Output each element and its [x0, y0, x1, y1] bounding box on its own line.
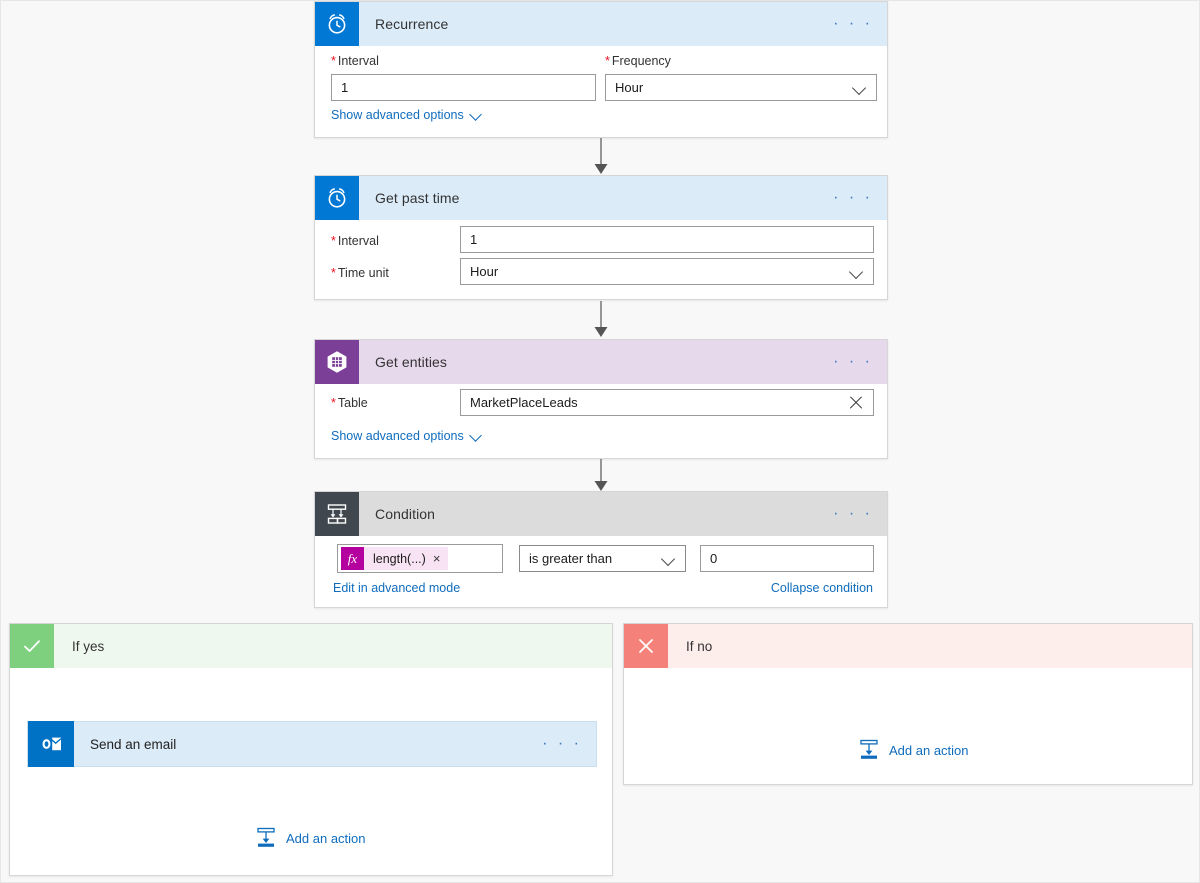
- edit-in-advanced-mode-link[interactable]: Edit in advanced mode: [333, 580, 460, 595]
- remove-token-icon[interactable]: ×: [432, 551, 441, 566]
- cross-icon: [624, 624, 668, 668]
- alarm-clock-icon: [315, 2, 359, 46]
- required-marker: *: [331, 234, 336, 248]
- branch-header-if-no: If no: [624, 624, 1192, 668]
- step-header-recurrence[interactable]: Recurrence · · ·: [315, 2, 887, 46]
- field-label-frequency: *Frequency: [605, 54, 671, 68]
- overflow-menu-icon[interactable]: · · ·: [542, 735, 582, 752]
- branch-header-if-yes: If yes: [10, 624, 612, 668]
- step-title-condition: Condition: [375, 506, 436, 522]
- connector-arrow-1: [589, 138, 613, 176]
- show-advanced-options-label: Show advanced options: [331, 108, 464, 122]
- field-label-time-unit: *Time unit: [331, 266, 389, 280]
- add-action-button-if-no[interactable]: Add an action: [858, 738, 969, 762]
- field-interval: *Interval 1: [331, 54, 596, 101]
- field-frequency: *Frequency Hour: [605, 54, 877, 101]
- field-label-interval: *Interval: [331, 234, 379, 248]
- chevron-down-icon[interactable]: [850, 267, 864, 276]
- table-value: MarketPlaceLeads: [470, 395, 578, 410]
- required-marker: *: [331, 54, 336, 68]
- branch-if-no: If no Add an action: [623, 623, 1193, 785]
- fx-label: fx: [347, 550, 358, 566]
- add-action-label: Add an action: [286, 830, 366, 846]
- branch-title-if-no: If no: [686, 638, 713, 654]
- common-data-service-icon: [315, 340, 359, 384]
- step-title-get-past-time: Get past time: [375, 190, 460, 206]
- condition-right-operand-value: 0: [710, 551, 718, 566]
- chevron-down-icon[interactable]: [662, 554, 676, 563]
- action-title-send-an-email: Send an email: [90, 736, 177, 752]
- condition-left-operand[interactable]: fx length(...) ×: [337, 544, 503, 573]
- field-label-interval: *Interval: [331, 54, 379, 68]
- expression-token-text: length(...): [373, 551, 426, 566]
- fx-icon: fx: [341, 547, 364, 570]
- edit-in-advanced-mode-label: Edit in advanced mode: [333, 581, 461, 595]
- overflow-menu-icon[interactable]: · · ·: [833, 353, 873, 370]
- interval-input[interactable]: 1: [331, 74, 596, 101]
- frequency-value: Hour: [615, 80, 644, 95]
- interval-value: 1: [470, 232, 478, 247]
- time-unit-select[interactable]: Hour: [460, 258, 874, 285]
- outlook-icon: [28, 721, 74, 767]
- step-header-get-entities[interactable]: Get entities · · ·: [315, 340, 887, 384]
- add-action-button-if-yes[interactable]: Add an action: [255, 826, 366, 850]
- required-marker: *: [331, 266, 336, 280]
- time-unit-value: Hour: [470, 264, 499, 279]
- expression-token[interactable]: fx length(...) ×: [341, 547, 449, 570]
- condition-icon: [315, 492, 359, 536]
- add-action-label: Add an action: [889, 742, 969, 758]
- show-advanced-options-get-entities[interactable]: Show advanced options: [331, 428, 482, 443]
- show-advanced-options-label: Show advanced options: [331, 429, 464, 443]
- connector-arrow-2: [589, 301, 613, 339]
- alarm-clock-icon: [315, 176, 359, 220]
- condition-right-operand-input[interactable]: 0: [700, 545, 874, 572]
- add-action-icon: [257, 827, 275, 847]
- step-card-recurrence[interactable]: Recurrence · · · *Interval 1 *Frequency …: [314, 1, 888, 138]
- overflow-menu-icon[interactable]: · · ·: [833, 505, 873, 522]
- show-advanced-options-recurrence[interactable]: Show advanced options: [331, 107, 482, 122]
- required-marker: *: [605, 54, 610, 68]
- table-input[interactable]: MarketPlaceLeads: [460, 389, 874, 416]
- step-card-get-past-time[interactable]: Get past time · · · *Interval 1 *Time un…: [314, 175, 888, 300]
- chevron-down-icon: [471, 431, 482, 442]
- condition-operator-select[interactable]: is greater than: [519, 545, 686, 572]
- step-header-condition[interactable]: Condition · · ·: [315, 492, 887, 536]
- interval-input[interactable]: 1: [460, 226, 874, 253]
- condition-operator-value: is greater than: [529, 551, 613, 566]
- chevron-down-icon[interactable]: [853, 83, 867, 92]
- overflow-menu-icon[interactable]: · · ·: [833, 189, 873, 206]
- step-title-recurrence: Recurrence: [375, 16, 449, 32]
- step-card-condition[interactable]: Condition · · · fx length(...) × is grea…: [314, 491, 888, 608]
- connector-arrow-3: [589, 459, 613, 493]
- overflow-menu-icon[interactable]: · · ·: [833, 15, 873, 32]
- step-title-get-entities: Get entities: [375, 354, 448, 370]
- add-action-icon: [860, 739, 878, 759]
- chevron-down-icon: [471, 110, 482, 121]
- frequency-select[interactable]: Hour: [605, 74, 877, 101]
- step-card-get-entities[interactable]: Get entities · · · *Table MarketPlaceLea…: [314, 339, 888, 459]
- required-marker: *: [331, 396, 336, 410]
- interval-value: 1: [341, 80, 349, 95]
- action-card-send-an-email[interactable]: Send an email · · ·: [27, 721, 597, 767]
- collapse-condition-link[interactable]: Collapse condition: [771, 580, 873, 595]
- branch-title-if-yes: If yes: [72, 638, 105, 654]
- collapse-condition-label: Collapse condition: [770, 581, 873, 595]
- branch-if-yes: If yes Send an email · · ·: [9, 623, 613, 876]
- clear-icon[interactable]: [848, 395, 864, 411]
- step-header-get-past-time[interactable]: Get past time · · ·: [315, 176, 887, 220]
- field-label-table: *Table: [331, 396, 368, 410]
- checkmark-icon: [10, 624, 54, 668]
